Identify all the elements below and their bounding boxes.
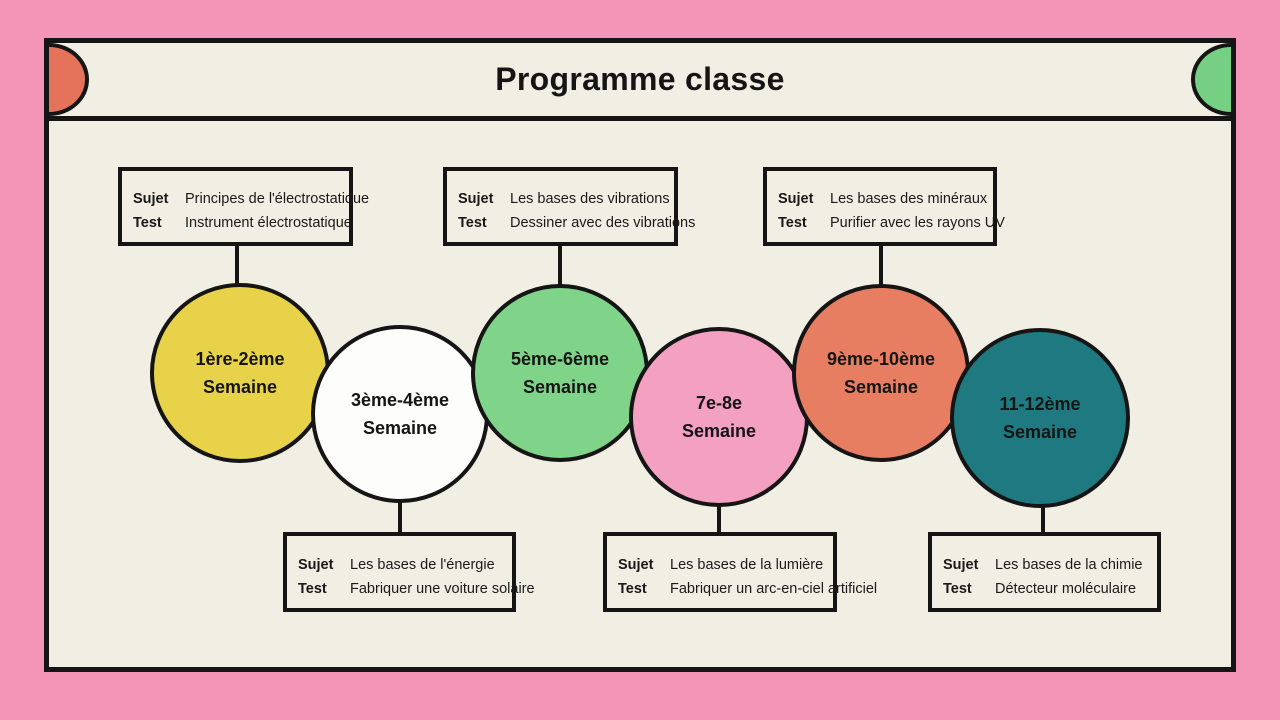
test-label: Test	[618, 581, 647, 597]
circle-week-5-6: 5ème-6ème Semaine	[471, 284, 649, 462]
circle-week-7-8-range: 7e-8e	[695, 393, 743, 413]
test-label: Test	[298, 581, 327, 597]
connector-line-week-7-8	[717, 502, 721, 535]
test-label: Test	[133, 215, 162, 231]
circle-week-7-8: 7e-8e Semaine	[629, 327, 809, 507]
sujet-value: Les bases de l'énergie	[350, 557, 495, 573]
semicircle-right-decoration	[1191, 43, 1231, 116]
semicircle-left-decoration	[49, 43, 89, 116]
header-bar: Programme classe	[44, 38, 1236, 121]
circle-week-11-12: 11-12ème Semaine	[950, 328, 1130, 508]
sujet-value: Les bases de la chimie	[995, 557, 1143, 573]
circle-week-1-2-word: Semaine	[202, 377, 278, 397]
test-value: Fabriquer une voiture solaire	[350, 581, 535, 597]
test-value: Purifier avec les rayons UV	[830, 215, 1005, 231]
sujet-value: Les bases des vibrations	[510, 191, 670, 207]
info-box-week-3-4: Sujet Les bases de l'énergie Test Fabriq…	[283, 532, 535, 612]
sujet-label: Sujet	[133, 191, 169, 207]
connector-line-week-3-4	[398, 495, 402, 535]
test-value: Instrument électrostatique	[185, 215, 352, 231]
circle-week-1-2: 1ère-2ème Semaine	[150, 283, 330, 463]
info-box-week-9-10: Sujet Les bases des minéraux Test Purifi…	[763, 167, 1005, 246]
connector-line-week-9-10	[879, 243, 883, 286]
circle-week-5-6-range: 5ème-6ème	[510, 349, 610, 369]
test-label: Test	[778, 215, 807, 231]
circle-week-11-12-range: 11-12ème	[999, 394, 1081, 414]
info-box-week-7-8: Sujet Les bases de la lumière Test Fabri…	[603, 532, 877, 612]
circle-week-11-12-word: Semaine	[1002, 422, 1078, 442]
circle-week-5-6-word: Semaine	[522, 377, 598, 397]
test-value: Détecteur moléculaire	[995, 581, 1137, 597]
circle-week-1-2-range: 1ère-2ème	[195, 349, 285, 369]
page-title: Programme classe	[495, 61, 785, 97]
circle-week-7-8-word: Semaine	[681, 421, 757, 441]
circle-week-3-4-word: Semaine	[362, 418, 438, 438]
connector-line-week-1-2	[235, 243, 239, 286]
sujet-label: Sujet	[943, 557, 979, 573]
connector-line-week-11-12	[1041, 504, 1045, 535]
info-box-week-1-2: Sujet Principes de l'électrostatique Tes…	[118, 167, 369, 246]
test-label: Test	[943, 581, 972, 597]
circle-week-9-10: 9ème-10ème Semaine	[792, 284, 970, 462]
sujet-value: Les bases de la lumière	[670, 557, 824, 573]
circle-week-3-4: 3ème-4ème Semaine	[311, 325, 489, 503]
test-value: Fabriquer un arc-en-ciel artificiel	[670, 581, 878, 597]
circle-week-3-4-range: 3ème-4ème	[350, 390, 450, 410]
sujet-value: Principes de l'électrostatique	[185, 191, 370, 207]
test-value: Dessiner avec des vibrations	[510, 215, 696, 231]
connector-line-week-5-6	[558, 243, 562, 286]
sujet-label: Sujet	[458, 191, 494, 207]
info-box-week-11-12: Sujet Les bases de la chimie Test Détect…	[928, 532, 1161, 612]
info-box-week-5-6: Sujet Les bases des vibrations Test Dess…	[443, 167, 695, 246]
circle-week-9-10-range: 9ème-10ème	[826, 349, 936, 369]
sujet-label: Sujet	[298, 557, 334, 573]
sujet-label: Sujet	[618, 557, 654, 573]
sujet-value: Les bases des minéraux	[830, 191, 988, 207]
test-label: Test	[458, 215, 487, 231]
sujet-label: Sujet	[778, 191, 814, 207]
circle-week-9-10-word: Semaine	[843, 377, 919, 397]
